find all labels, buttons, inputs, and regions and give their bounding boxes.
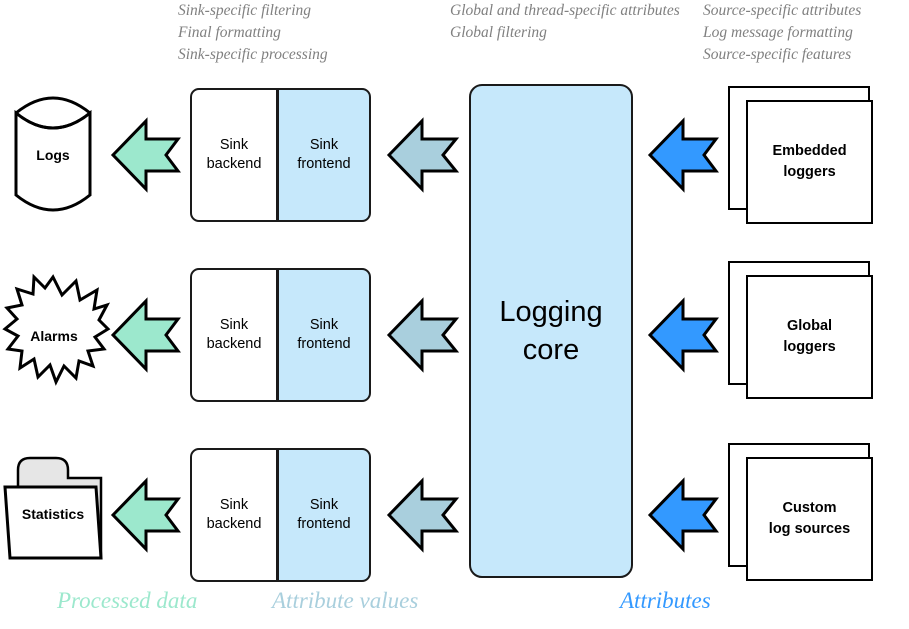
attributes-arrow[interactable] [647, 477, 719, 553]
core-column-header: Global and thread-specific attributes Gl… [450, 2, 680, 41]
legend-attributes: Attributes [620, 588, 711, 613]
source-column-header: Source-specific attributes Log message f… [703, 2, 862, 63]
starburst-icon [2, 273, 111, 386]
attributes-arrow[interactable] [647, 117, 719, 193]
folder-icon [3, 456, 103, 560]
processed-data-arrow[interactable] [110, 117, 181, 193]
sink-backend-box[interactable] [190, 268, 278, 402]
logging-core-box[interactable] [469, 84, 633, 578]
sink-frontend-box[interactable] [277, 88, 371, 222]
attribute-values-arrow[interactable] [386, 297, 460, 373]
sink-backend-box[interactable] [190, 448, 278, 582]
source-card-front [746, 457, 873, 581]
sink-backend-box[interactable] [190, 88, 278, 222]
attributes-arrow[interactable] [647, 297, 719, 373]
source-card-front [746, 275, 873, 399]
processed-data-arrow[interactable] [110, 477, 181, 553]
sink-column-header: Sink-specific filtering Final formatting… [178, 2, 328, 63]
processed-data-arrow[interactable] [110, 297, 181, 373]
attribute-values-arrow[interactable] [386, 117, 460, 193]
legend-processed-data: Processed data [57, 588, 198, 613]
legend-attribute-values: Attribute values [272, 588, 419, 613]
sink-frontend-box[interactable] [277, 268, 371, 402]
cylinder-icon [14, 96, 92, 212]
attribute-values-arrow[interactable] [386, 477, 460, 553]
sink-frontend-box[interactable] [277, 448, 371, 582]
source-card-front [746, 100, 873, 224]
